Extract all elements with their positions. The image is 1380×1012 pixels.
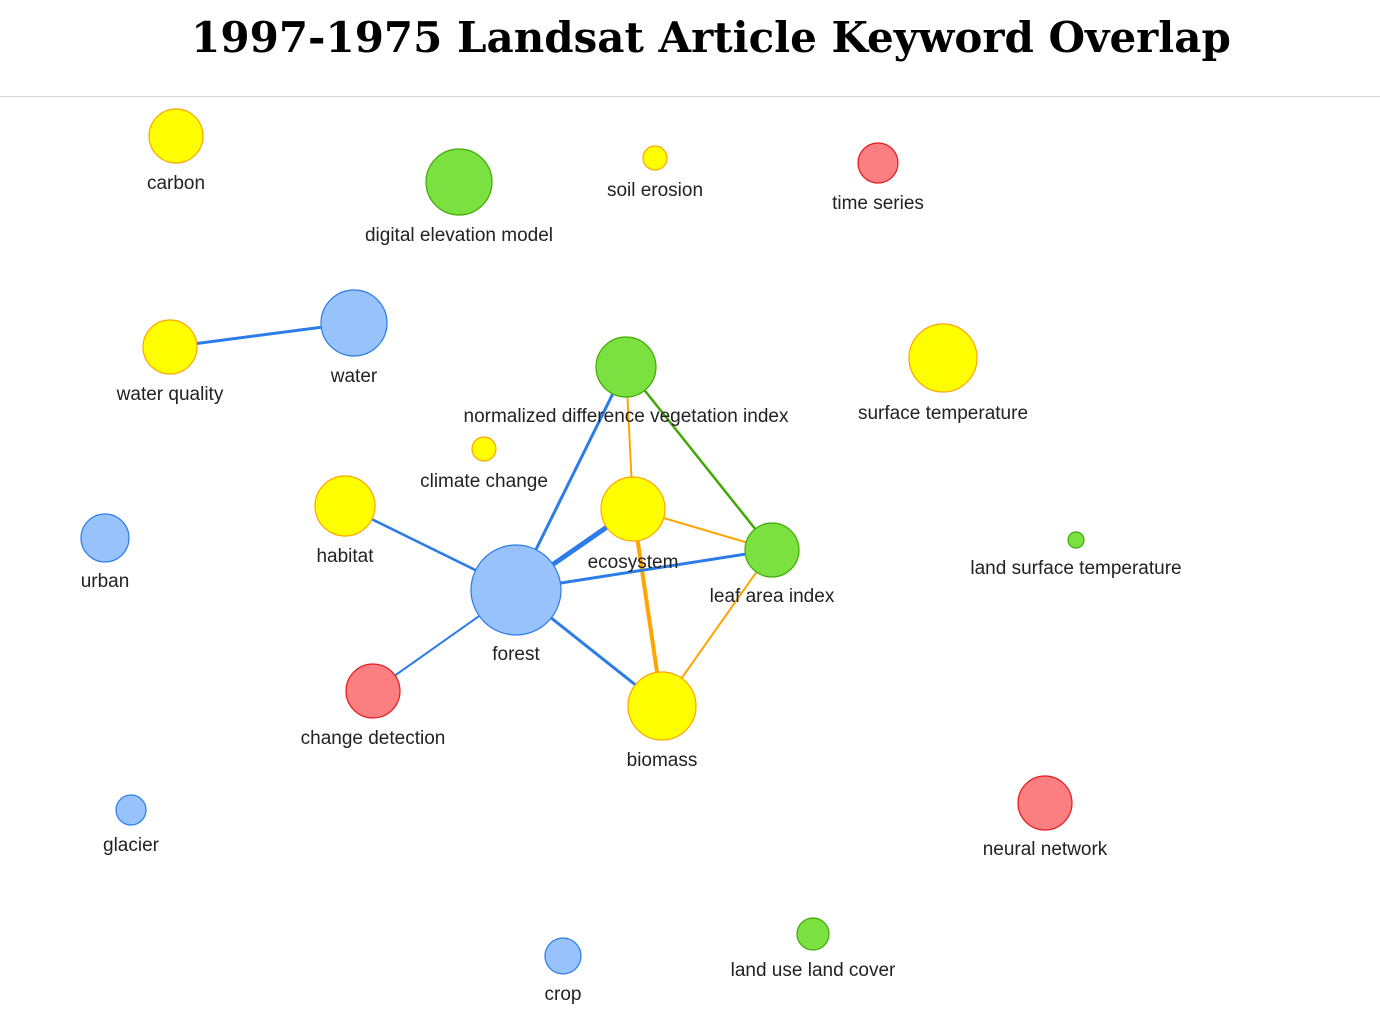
node-circle[interactable] [1017, 775, 1073, 831]
node-biomass[interactable]: biomass [627, 671, 698, 771]
node-label: neural network [983, 839, 1108, 860]
node-surface-temperature[interactable]: surface temperature [858, 323, 1028, 424]
node-circle[interactable] [320, 289, 388, 357]
node-label: land use land cover [731, 960, 896, 981]
node-glacier[interactable]: glacier [103, 794, 160, 856]
node-label: leaf area index [710, 586, 835, 607]
edge-layer [169, 321, 773, 708]
node-circle[interactable] [470, 544, 562, 636]
node-label: water quality [116, 384, 224, 405]
node-label: habitat [316, 546, 374, 567]
node-circle[interactable] [148, 108, 204, 164]
node-label: digital elevation model [365, 225, 553, 246]
node-circle[interactable] [908, 323, 978, 393]
node-change-detection[interactable]: change detection [301, 663, 446, 749]
node-circle[interactable] [627, 671, 697, 741]
title-divider [0, 96, 1380, 97]
node-circle[interactable] [1067, 531, 1085, 549]
node-habitat[interactable]: habitat [314, 475, 376, 567]
node-label: normalized difference vegetation index [464, 406, 789, 427]
node-circle[interactable] [80, 513, 130, 563]
node-label: land surface temperature [970, 558, 1181, 579]
node-soil-erosion[interactable]: soil erosion [607, 145, 703, 201]
node-ndvi[interactable]: normalized difference vegetation index [464, 336, 789, 427]
node-circle[interactable] [471, 436, 497, 462]
node-label: urban [81, 571, 130, 592]
node-dem[interactable]: digital elevation model [365, 148, 553, 246]
node-label: climate change [420, 471, 548, 492]
node-circle[interactable] [314, 475, 376, 537]
node-carbon[interactable]: carbon [147, 108, 205, 194]
page-title: 1997-1975 Landsat Article Keyword Overla… [191, 13, 1231, 62]
edge-ndvi-leaf-area-index[interactable] [625, 366, 773, 551]
node-label: biomass [627, 750, 698, 771]
node-climate-change[interactable]: climate change [420, 436, 548, 492]
node-circle[interactable] [544, 937, 582, 975]
node-lulc[interactable]: land use land cover [731, 917, 896, 981]
node-circle[interactable] [857, 142, 899, 184]
node-circle[interactable] [744, 522, 800, 578]
node-label: crop [545, 984, 582, 1005]
node-neural-network[interactable]: neural network [983, 775, 1108, 860]
node-urban[interactable]: urban [80, 513, 130, 592]
node-circle[interactable] [142, 319, 198, 375]
node-label: soil erosion [607, 180, 703, 201]
node-circle[interactable] [796, 917, 830, 951]
node-circle[interactable] [345, 663, 401, 719]
node-label: forest [492, 644, 540, 665]
node-label: carbon [147, 173, 205, 194]
node-circle[interactable] [115, 794, 147, 826]
node-water[interactable]: water [320, 289, 388, 387]
node-leaf-area-index[interactable]: leaf area index [710, 522, 835, 607]
node-crop[interactable]: crop [544, 937, 582, 1005]
node-label: water [330, 366, 378, 387]
node-circle[interactable] [425, 148, 493, 216]
node-layer: carbon digital elevation model soil erosio… [80, 108, 1182, 1005]
node-lst[interactable]: land surface temperature [970, 531, 1182, 579]
node-circle[interactable] [600, 476, 666, 542]
node-ecosystem[interactable]: ecosystem [588, 476, 679, 573]
node-forest[interactable]: forest [470, 544, 562, 665]
node-water-quality[interactable]: water quality [116, 319, 224, 405]
node-label: surface temperature [858, 403, 1028, 424]
node-time-series[interactable]: time series [832, 142, 924, 214]
node-label: ecosystem [588, 552, 679, 573]
node-label: glacier [103, 835, 160, 856]
node-circle[interactable] [595, 336, 657, 398]
node-label: time series [832, 193, 924, 214]
node-label: change detection [301, 728, 446, 749]
node-circle[interactable] [642, 145, 668, 171]
